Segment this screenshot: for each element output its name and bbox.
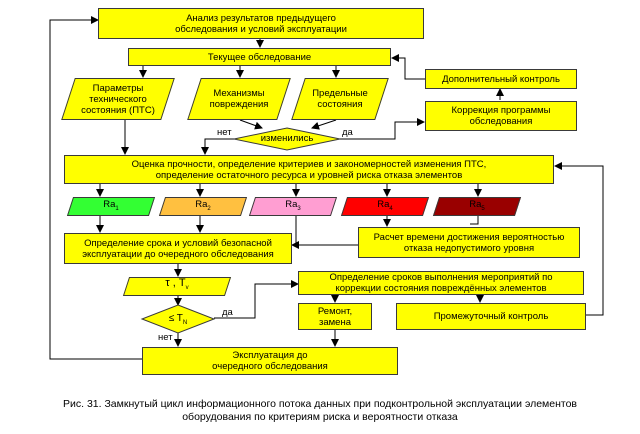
label-yes-1: да bbox=[342, 127, 353, 138]
safe-term-text: Определение срока и условий безопасной э… bbox=[82, 237, 274, 260]
risk-level-3: Ra3 bbox=[248, 197, 338, 216]
compare-text: ≤ TN bbox=[168, 313, 188, 326]
assessment-text: Оценка прочности, определение критериев … bbox=[131, 158, 487, 181]
arrow-mech-diamond bbox=[239, 119, 263, 130]
correction-text: Коррекция программы обследования bbox=[451, 105, 551, 127]
tau-parallelogram: τ , Tv bbox=[122, 277, 232, 296]
additional-control-text: Дополнительный контроль bbox=[442, 73, 560, 85]
arrow-changed-yes bbox=[338, 118, 425, 140]
figure-caption: Рис. 31. Замкнутый цикл информационного … bbox=[63, 398, 577, 423]
risk-level-4: Ra4 bbox=[340, 197, 430, 216]
label-no-1: нет bbox=[217, 127, 232, 138]
mechanisms-text: Механизмы повреждения bbox=[209, 88, 269, 110]
intermediate-control-text: Промежуточный контроль bbox=[433, 311, 549, 322]
current-survey-text: Текущее обследование bbox=[207, 51, 312, 63]
repair-text: Ремонт, замена bbox=[317, 305, 353, 328]
changed-text: изменились bbox=[260, 133, 314, 144]
limits-parallelogram: Предельные состояния bbox=[291, 78, 389, 120]
correction-box: Коррекция программы обследования bbox=[425, 101, 577, 131]
params-text: Параметры технического состояния (ПТС) bbox=[81, 82, 155, 116]
current-survey-box: Текущее обследование bbox=[128, 48, 391, 66]
analysis-box: Анализ результатов предыдущего обследова… bbox=[98, 8, 424, 39]
arrow-changed-no bbox=[201, 138, 238, 155]
additional-control-box: Дополнительный контроль bbox=[425, 69, 577, 89]
risk-level-2: Ra2 bbox=[158, 197, 248, 216]
operation-box: Эксплуатация до очередного обследования bbox=[142, 347, 398, 375]
analysis-text: Анализ результатов предыдущего обследова… bbox=[175, 12, 347, 35]
risk-level-1: Ra1 bbox=[66, 197, 156, 216]
mechanisms-parallelogram: Механизмы повреждения bbox=[187, 78, 291, 120]
line-ra5-calc bbox=[470, 216, 479, 225]
label-yes-2: да bbox=[222, 307, 233, 318]
arrow-limits-diamond bbox=[311, 119, 337, 130]
repair-box: Ремонт, замена bbox=[298, 303, 372, 330]
params-parallelogram: Параметры технического состояния (ПТС) bbox=[61, 78, 175, 120]
label-no-2: нет bbox=[158, 332, 173, 343]
assessment-box: Оценка прочности, определение критериев … bbox=[64, 155, 554, 184]
limits-text: Предельные состояния bbox=[312, 88, 368, 110]
arrow-compare-yes bbox=[214, 280, 299, 319]
risk-level-5: Ra5 bbox=[432, 197, 522, 216]
risk-level-label: Ra2 bbox=[195, 198, 211, 212]
arrow-additional-current bbox=[391, 54, 425, 80]
arrow-ra3-safe bbox=[291, 216, 299, 249]
compare-diamond bbox=[140, 304, 216, 334]
risk-level-label: Ra1 bbox=[103, 198, 119, 212]
risk-level-label: Ra4 bbox=[377, 198, 393, 212]
arrow-operation-analysis bbox=[49, 16, 142, 360]
risk-level-label: Ra3 bbox=[285, 198, 301, 212]
calc-time-text: Расчет времени достижения вероятностью о… bbox=[373, 231, 565, 254]
arrow-intermediate-assessment bbox=[554, 162, 604, 316]
intermediate-control-box: Промежуточный контроль bbox=[396, 303, 586, 330]
measures-text: Определение сроков выполнения мероприяти… bbox=[329, 272, 553, 294]
operation-text: Эксплуатация до очередного обследования bbox=[212, 350, 328, 372]
tau-text: τ , Tv bbox=[165, 277, 189, 292]
risk-level-label: Ra5 bbox=[469, 198, 485, 212]
safe-term-box: Определение срока и условий безопасной э… bbox=[64, 233, 292, 264]
changed-diamond bbox=[233, 127, 341, 151]
calc-time-box: Расчет времени достижения вероятностью о… bbox=[358, 227, 580, 258]
measures-box: Определение сроков выполнения мероприяти… bbox=[298, 271, 584, 295]
